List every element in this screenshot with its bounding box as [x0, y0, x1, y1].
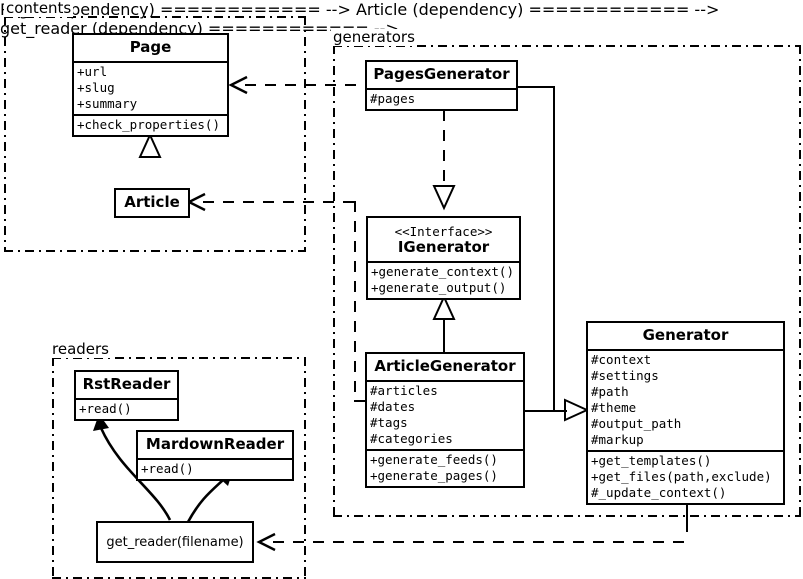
- package-readers-border-right: [304, 357, 306, 579]
- package-readers-label: readers: [50, 340, 111, 358]
- class-articlegenerator-attributes: #articles #dates #tags #categories: [367, 380, 523, 449]
- class-mardownreader-title: MardownReader: [145, 435, 285, 453]
- package-generators-border-right: [799, 45, 801, 517]
- package-contents-border-top: [4, 16, 306, 18]
- function-get-reader-label: get_reader(filename): [106, 534, 244, 550]
- class-page-attribute: +slug: [77, 80, 115, 95]
- package-generators-label: generators: [331, 28, 417, 46]
- package-generators-border-top: [333, 45, 801, 47]
- class-igenerator-method: +generate_output(): [371, 280, 507, 295]
- class-page[interactable]: Page +url +slug +summary +check_properti…: [72, 33, 229, 137]
- dependency-line-pagesgenerator-page: [245, 84, 370, 86]
- class-rstreader-title: RstReader: [82, 375, 171, 393]
- class-page-attribute: +summary: [77, 96, 138, 111]
- class-generator-method: #_update_context(): [591, 485, 727, 500]
- dependency-line-articlegenerator-article-vertical: [354, 201, 356, 401]
- dependency-line-articlegenerator-article-stub: [354, 400, 366, 402]
- class-generator-method: +get_files(path,exclude): [591, 469, 772, 484]
- class-article-title: Article: [124, 193, 180, 211]
- class-pagesgenerator[interactable]: PagesGenerator #pages: [365, 60, 518, 111]
- generalization-line-articlegenerator-igenerator: [443, 318, 445, 355]
- class-generator-attribute: #theme: [591, 400, 637, 415]
- package-readers-border-bottom: [52, 577, 306, 579]
- class-articlegenerator-method: +generate_feeds(): [370, 452, 498, 467]
- class-rstreader-methods: +read(): [76, 398, 177, 419]
- class-page-attribute: +url: [77, 64, 108, 79]
- class-page-title: Page: [129, 38, 172, 56]
- class-pagesgenerator-attribute: #pages: [370, 91, 416, 106]
- class-generator-title: Generator: [642, 326, 729, 344]
- function-get-reader[interactable]: get_reader(filename): [96, 521, 254, 563]
- package-readers-border-top: [52, 357, 306, 359]
- class-igenerator-stereotype: <<Interface>>: [394, 224, 493, 239]
- generalization-arrowhead-igenerator: [432, 294, 456, 320]
- class-mardownreader[interactable]: MardownReader +read(): [136, 430, 294, 481]
- class-pagesgenerator-title: PagesGenerator: [373, 65, 510, 83]
- class-rstreader[interactable]: RstReader +read(): [74, 370, 179, 421]
- class-igenerator-method: +generate_context(): [371, 264, 514, 279]
- generalization-line-pagesgenerator-generator-vertical: [553, 86, 555, 410]
- class-mardownreader-method: +read(): [141, 461, 194, 476]
- class-igenerator[interactable]: <<Interface>> IGenerator +generate_conte…: [366, 216, 521, 300]
- class-generator-methods: +get_templates() +get_files(path,exclude…: [588, 450, 783, 503]
- dependency-line-generator-getreader-horizontal: [273, 541, 688, 543]
- class-articlegenerator-attribute: #dates: [370, 399, 416, 414]
- class-page-methods: +check_properties(): [74, 114, 227, 135]
- class-igenerator-title: IGenerator: [397, 238, 490, 256]
- package-contents-label: contents: [4, 0, 74, 17]
- dependency-line-generator-getreader-drop: [686, 504, 688, 532]
- generalization-arrowhead-generator: [564, 398, 590, 422]
- generalization-line-articlegenerator-generator: [524, 410, 567, 412]
- class-articlegenerator-methods: +generate_feeds() +generate_pages(): [367, 449, 523, 486]
- dependency-line-articlegenerator-article-horizontal: [203, 201, 355, 203]
- package-generators-border-bottom: [333, 515, 801, 517]
- generalization-line-pagesgenerator-generator-top: [518, 86, 555, 88]
- class-generator-attribute: #path: [591, 384, 629, 399]
- class-mardownreader-methods: +read(): [138, 458, 292, 479]
- package-contents-border-bottom: [4, 250, 306, 252]
- class-page-method: +check_properties(): [77, 117, 220, 132]
- realization-line-pagesgenerator-igenerator: [443, 110, 445, 188]
- package-readers-border-left: [52, 357, 54, 579]
- package-contents-border-left: [4, 16, 6, 252]
- class-articlegenerator[interactable]: ArticleGenerator #articles #dates #tags …: [365, 352, 525, 488]
- class-page-attributes: +url +slug +summary: [74, 61, 227, 114]
- class-igenerator-header: <<Interface>> IGenerator: [368, 218, 519, 261]
- class-generator-attributes: #context #settings #path #theme #output_…: [588, 349, 783, 450]
- package-generators-border-left: [333, 45, 335, 517]
- class-generator-attribute: #settings: [591, 368, 659, 383]
- realization-arrowhead-igenerator: [432, 185, 456, 211]
- package-contents-border-right: [304, 16, 306, 252]
- class-articlegenerator-attribute: #tags: [370, 415, 408, 430]
- class-article[interactable]: Article: [114, 188, 190, 218]
- class-articlegenerator-method: +generate_pages(): [370, 468, 498, 483]
- class-rstreader-method: +read(): [79, 401, 132, 416]
- class-pagesgenerator-attributes: #pages: [367, 88, 516, 109]
- class-articlegenerator-attribute: #articles: [370, 383, 438, 398]
- class-articlegenerator-title: ArticleGenerator: [374, 357, 516, 375]
- class-generator-attribute: #output_path: [591, 416, 682, 431]
- class-articlegenerator-attribute: #categories: [370, 431, 453, 446]
- class-generator-attribute: #context: [591, 352, 652, 367]
- generalization-arrowhead-page: [138, 132, 162, 158]
- class-generator-method: +get_templates(): [591, 453, 712, 468]
- class-igenerator-methods: +generate_context() +generate_output(): [368, 261, 519, 298]
- class-generator[interactable]: Generator #context #settings #path #them…: [586, 321, 785, 505]
- class-generator-attribute: #markup: [591, 432, 644, 447]
